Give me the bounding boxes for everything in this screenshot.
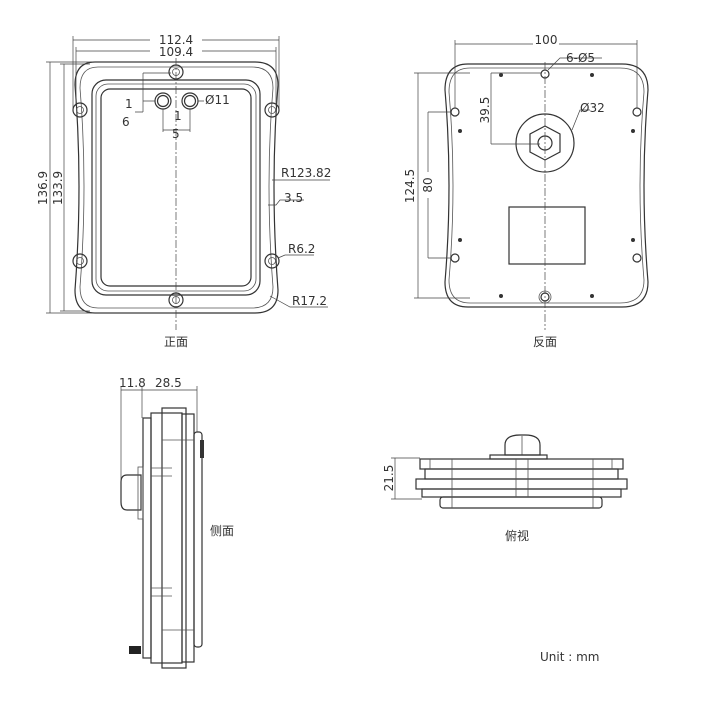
front-outer-outline xyxy=(74,61,279,314)
front-view-caption: 正面 xyxy=(164,335,188,349)
dim-inner-width: 109.4 xyxy=(159,45,193,59)
dim-side-radius: R123.82 xyxy=(281,166,331,180)
dim-inner-height: 133.9 xyxy=(51,171,65,205)
side-gland xyxy=(120,474,142,511)
dim-gland-offset: 39.5 xyxy=(478,97,492,124)
dim-hole-spacing-width: 100 xyxy=(535,33,558,47)
label-plate xyxy=(508,206,586,265)
dim-port-offset-a: 1 xyxy=(125,97,133,111)
dim-body-depth: 28.5 xyxy=(155,376,182,390)
back-outline xyxy=(444,63,649,308)
dim-port-offset-b: 6 xyxy=(122,115,130,129)
dim-back-height: 124.5 xyxy=(403,169,417,203)
back-screws xyxy=(458,73,635,298)
dim-overall-width: 112.4 xyxy=(159,33,193,47)
side-view-caption: 侧面 xyxy=(210,524,234,538)
dim-hole-spacing-height: 80 xyxy=(421,177,435,192)
dim-ear-radius: R6.2 xyxy=(288,242,315,256)
dim-port-spacing-b: 5 xyxy=(172,127,180,141)
back-view-caption: 反面 xyxy=(533,335,557,349)
back-view: 100 6-Ø5 Ø32 39.5 124.5 80 反面 xyxy=(403,33,649,349)
dim-overall-height: 136.9 xyxy=(36,171,50,205)
dim-port-diameter: Ø11 xyxy=(205,93,230,107)
dim-corner-radius: R17.2 xyxy=(292,294,327,308)
top-view: 21.5 俯视 xyxy=(382,434,628,543)
top-gland xyxy=(504,434,541,456)
top-view-caption: 俯视 xyxy=(505,528,529,543)
front-ports xyxy=(154,92,199,110)
dim-holes: 6-Ø5 xyxy=(566,51,595,65)
dim-gland-depth: 11.8 xyxy=(119,376,146,390)
dim-top-height: 21.5 xyxy=(382,465,396,492)
side-view: 11.8 28.5 侧面 xyxy=(119,376,234,669)
dim-port-spacing-a: 1 xyxy=(174,109,182,123)
unit-note: Unit : mm xyxy=(540,650,599,664)
dim-rim: 3.5 xyxy=(284,191,303,205)
front-view: 112.4 109.4 136.9 133.9 1 6 1 5 Ø11 R123… xyxy=(36,33,331,349)
dim-gland-diameter: Ø32 xyxy=(580,101,605,115)
